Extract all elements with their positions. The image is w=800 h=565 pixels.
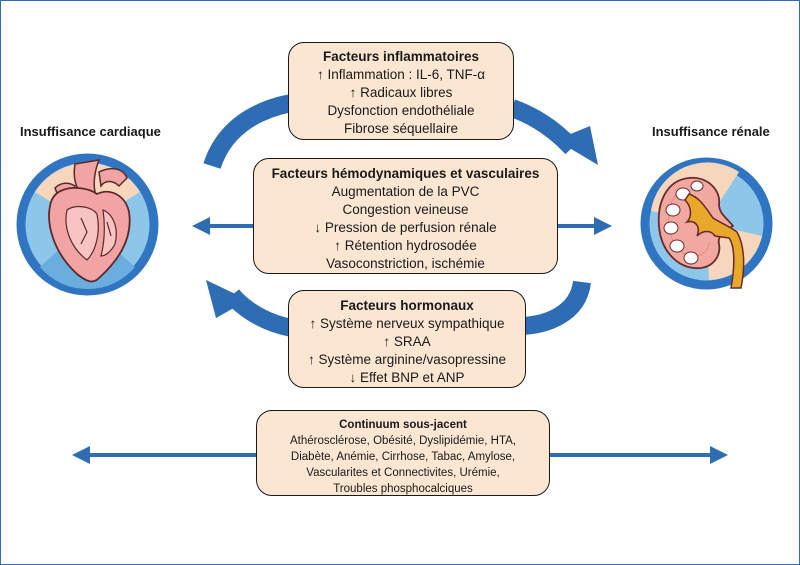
kidney-illustration [639, 156, 774, 291]
curved-arrow-top [203, 93, 301, 170]
hemodynamic-line: Vasoconstriction, ischémie [326, 256, 485, 271]
curved-arrow-bottom-right [521, 280, 591, 335]
inflammatory-line: ↑ Radicaux libres [349, 85, 453, 100]
curved-arrow-top-head [556, 126, 598, 165]
hemodynamic-title: Facteurs hémodynamiques et vasculaires [271, 166, 540, 181]
heart-illustration [15, 152, 160, 297]
hormonal-line: ↓ Effet BNP et ANP [349, 370, 465, 385]
hemodynamic-line: ↓ Pression de perfusion rénale [314, 220, 497, 235]
continuum-line: Troubles phosphocalciques [333, 483, 473, 495]
arrow-bottom-left-head [72, 446, 90, 464]
continuum-line: Vascularites et Connectivites, Urémie, [306, 467, 500, 479]
label-cardiac-failure: Insuffisance cardiaque [20, 124, 161, 139]
box-hemodynamic-factors: Facteurs hémodynamiques et vasculaires A… [253, 158, 558, 274]
hormonal-line: ↑ Système arginine/vasopressine [307, 352, 507, 367]
inflammatory-line: ↑ Inflammation : IL-6, TNF-α [316, 67, 486, 82]
hormonal-line: ↑ SRAA [383, 334, 431, 349]
label-renal-failure: Insuffisance rénale [652, 124, 770, 139]
box-underlying-continuum: Continuum sous-jacent Athérosclérose, Ob… [256, 410, 550, 496]
inflammatory-line: Fibrose séquellaire [343, 121, 459, 136]
continuum-title: Continuum sous-jacent [339, 419, 467, 431]
arrow-middle-left-head [192, 217, 210, 235]
inflammatory-title: Facteurs inflammatoires [322, 49, 480, 64]
box-hormonal-factors: Facteurs hormonaux ↑ Système nerveux sym… [288, 290, 526, 388]
hemodynamic-line: ↑ Rétention hydrosodée [334, 238, 477, 253]
hormonal-title: Facteurs hormonaux [340, 298, 474, 313]
kidney-icon [640, 157, 773, 290]
box-inflammatory-factors: Facteurs inflammatoires ↑ Inflammation :… [288, 42, 514, 140]
heart-icon [16, 153, 159, 296]
continuum-line: Diabète, Anémie, Cirrhose, Tabac, Amylos… [290, 451, 516, 463]
hemodynamic-line: Congestion veineuse [342, 202, 469, 217]
hormonal-line: ↑ Système nerveux sympathique [309, 316, 505, 331]
hemodynamic-line: Augmentation de la PVC [331, 184, 480, 199]
arrow-middle-right-head [594, 217, 612, 235]
arrow-bottom-right-head [710, 446, 728, 464]
continuum-line: Athérosclérose, Obésité, Dyslipidémie, H… [289, 435, 517, 447]
inflammatory-line: Dysfonction endothéliale [327, 103, 475, 118]
curved-arrow-bottom-head [206, 280, 248, 318]
